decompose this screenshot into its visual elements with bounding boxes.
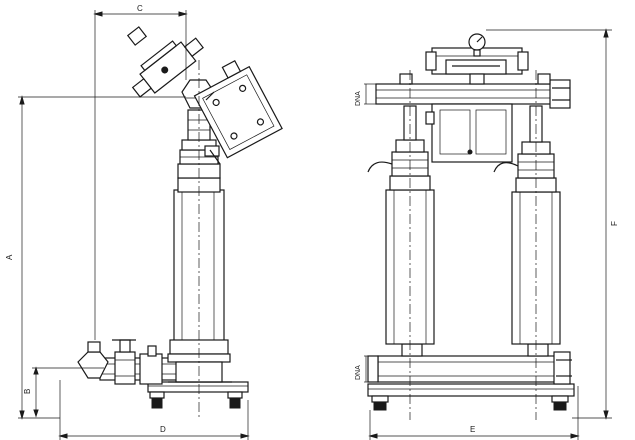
front-bottom-manifold xyxy=(367,343,572,385)
label-b: B xyxy=(23,389,32,394)
label-d: D xyxy=(160,425,166,434)
label-a: A xyxy=(5,254,14,260)
side-motor-box xyxy=(193,60,283,159)
front-base-plate xyxy=(367,383,575,411)
dimension-dn-bottom xyxy=(364,355,378,383)
front-view xyxy=(367,33,575,420)
label-dn-bottom: DNA xyxy=(355,365,362,380)
front-valve-head xyxy=(425,33,529,85)
front-vessel-left xyxy=(367,105,435,345)
side-bottom-pipe xyxy=(77,339,181,385)
front-control-box xyxy=(425,103,513,163)
dimension-e xyxy=(368,386,580,440)
label-c: C xyxy=(137,4,143,13)
label-dn-top: DNA xyxy=(355,91,362,106)
dimension-d xyxy=(58,380,250,440)
dimension-b xyxy=(32,366,82,418)
side-view xyxy=(77,26,283,420)
dimension-c xyxy=(93,10,188,340)
front-top-manifold xyxy=(375,73,571,109)
dimension-a xyxy=(18,95,186,420)
label-f: F xyxy=(610,221,619,226)
side-vessel xyxy=(167,177,232,383)
side-upper-valve-head xyxy=(126,26,204,98)
label-e: E xyxy=(470,425,475,434)
dimension-dn-top xyxy=(364,83,380,105)
side-base-plate xyxy=(147,381,249,409)
dimension-f xyxy=(486,28,612,420)
